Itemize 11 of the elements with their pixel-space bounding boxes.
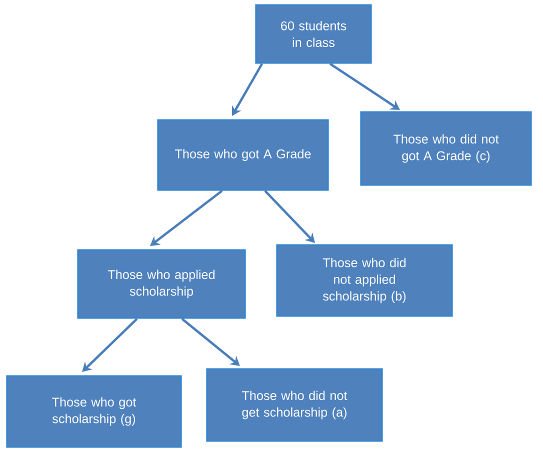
process-box: Those who applied scholarship xyxy=(77,249,246,319)
process-box: Those who got scholarship (g) xyxy=(6,375,182,448)
arrow xyxy=(264,190,315,243)
process-box: 60 students in class xyxy=(255,4,372,64)
process-box: Those who did not got A Grade (c) xyxy=(360,111,532,186)
arrow xyxy=(150,190,223,246)
arrow xyxy=(181,318,240,366)
process-box: Those who did not applied scholarship (b) xyxy=(276,244,453,317)
arrow xyxy=(82,318,138,372)
process-box: Those who did not get scholarship (a) xyxy=(206,368,383,442)
process-box: Those who got A Grade xyxy=(157,119,329,191)
